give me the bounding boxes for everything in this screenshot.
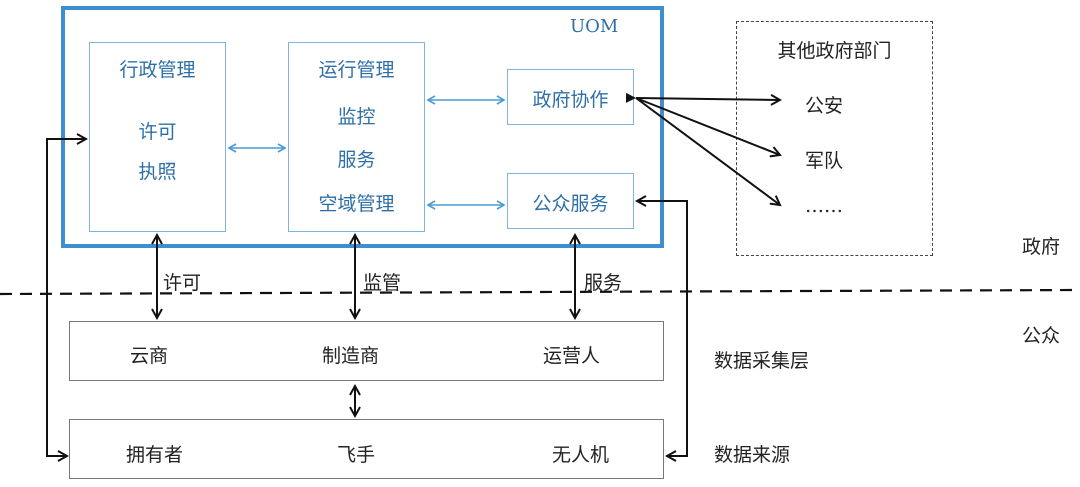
arrow-govcoop-more: [635, 97, 780, 205]
uom-label: UOM: [570, 16, 619, 37]
operation-item-monitoring: 监控: [337, 106, 376, 128]
admin-item-permit: 执照: [138, 161, 177, 183]
data-collection-layer-box[interactable]: [69, 321, 664, 381]
public-service-label: 公众服务: [532, 193, 609, 215]
data-collection-layer-label: 数据采集层: [714, 350, 810, 372]
zone-government-label: 政府: [1022, 236, 1061, 258]
source-item-pilot: 飞手: [337, 444, 376, 466]
arrow-owner-admin-left: [46, 139, 86, 456]
link-supervision-label: 监管: [363, 272, 402, 294]
public-service-box[interactable]: [507, 173, 634, 229]
operation-item-service: 服务: [337, 149, 376, 171]
data-source-label: 数据来源: [714, 444, 791, 466]
other-gov-title: 其他政府部门: [777, 40, 892, 62]
arrow-govcoop-police: [636, 98, 780, 100]
zone-public-label: 公众: [1022, 325, 1061, 347]
gov-coop-label: 政府协作: [532, 89, 609, 111]
operation-item-airspace: 空域管理: [318, 193, 395, 215]
link-license-label: 许可: [163, 272, 202, 294]
admin-management-box[interactable]: [89, 42, 226, 232]
source-item-drone: 无人机: [552, 444, 610, 466]
operation-management-box[interactable]: [288, 42, 425, 232]
collection-item-cloud: 云商: [130, 345, 169, 367]
admin-management-title: 行政管理: [119, 59, 196, 81]
arrow-govcoop-military: [635, 97, 780, 155]
data-source-box[interactable]: [69, 419, 664, 479]
collection-item-manufacturer: 制造商: [322, 345, 380, 367]
other-gov-item-military: 军队: [805, 150, 844, 172]
other-gov-item-police: 公安: [805, 95, 844, 117]
admin-item-license: 许可: [138, 121, 177, 143]
link-service-label: 服务: [584, 272, 623, 294]
other-gov-item-more: ……: [805, 195, 843, 217]
operation-management-title: 运行管理: [318, 59, 395, 81]
uom-container: [61, 6, 664, 248]
source-item-owner: 拥有者: [126, 444, 184, 466]
collection-item-operator: 运营人: [543, 345, 601, 367]
arrow-drone-publicservice-right: [637, 201, 688, 456]
gov-coop-box[interactable]: [507, 69, 634, 125]
gov-public-divider: [0, 288, 1080, 296]
